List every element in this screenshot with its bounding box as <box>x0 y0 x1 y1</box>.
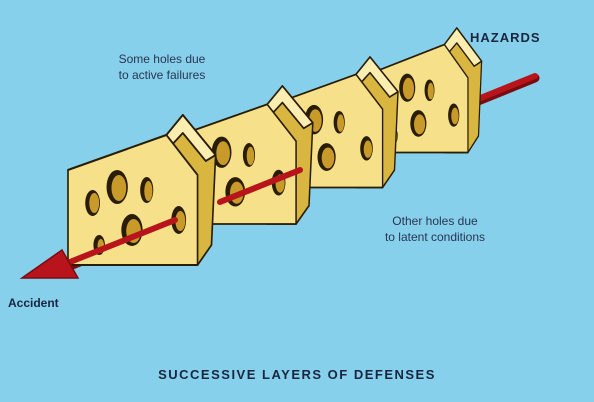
latent-conditions-line-1: Other holes due <box>392 214 478 228</box>
latent-conditions-line-2: to latent conditions <box>384 230 486 244</box>
active-failures-note: Some holes due to active failures <box>92 51 232 83</box>
defense-layer-1 <box>67 114 217 266</box>
hazard-arrow-segment <box>67 217 178 265</box>
hazard-arrow-segment <box>217 167 303 205</box>
diagram-caption: SUCCESSIVE LAYERS OF DEFENSES <box>158 367 436 382</box>
latent-conditions-note: Other holes due to latent conditions <box>360 213 510 245</box>
hazards-label: HAZARDS <box>470 30 541 45</box>
accident-label: Accident <box>8 296 59 310</box>
accident-arrowhead-icon <box>19 248 80 279</box>
active-failures-line-2: to active failures <box>118 68 206 82</box>
active-failures-line-1: Some holes due <box>118 52 206 66</box>
